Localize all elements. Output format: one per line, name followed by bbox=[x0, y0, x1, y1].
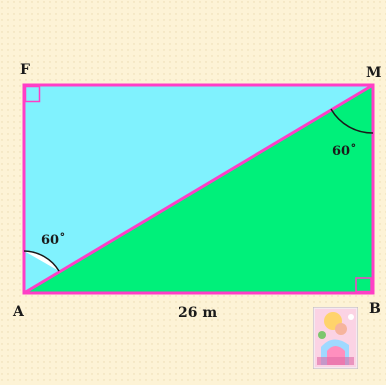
angle-arc-m bbox=[330, 108, 374, 134]
angle-arc-a bbox=[23, 250, 60, 272]
vertex-label-b: B bbox=[369, 301, 381, 317]
right-angle-mark-b bbox=[355, 277, 372, 293]
vertex-label-m: M bbox=[366, 65, 382, 81]
vertex-label-f: F bbox=[20, 62, 30, 78]
base-length-label: 26 m bbox=[178, 305, 218, 321]
diagonal-am bbox=[23, 83, 374, 295]
angle-label-a: 60˚ bbox=[41, 233, 66, 248]
cartoon-thumbnail-image bbox=[313, 307, 358, 369]
right-angle-mark-f bbox=[24, 85, 41, 103]
angle-label-m: 60˚ bbox=[332, 144, 357, 159]
vertex-label-a: A bbox=[13, 304, 24, 320]
rectangle-outline bbox=[22, 83, 375, 295]
